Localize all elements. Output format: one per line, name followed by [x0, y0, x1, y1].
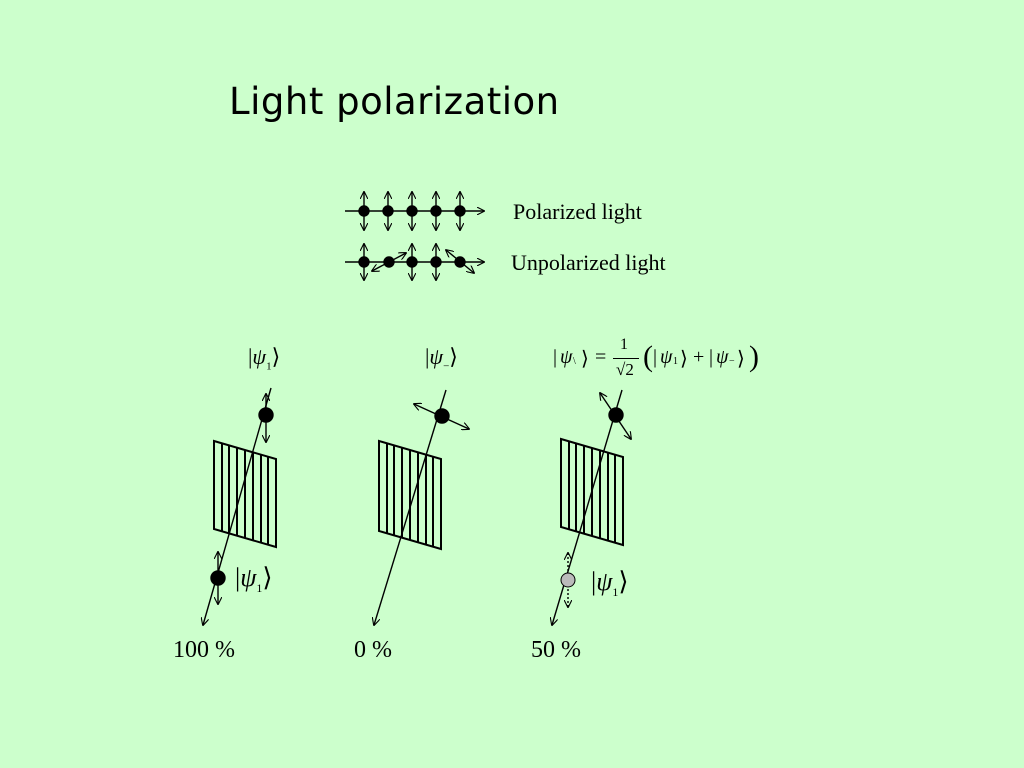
panel1-polarizer: [213, 439, 277, 549]
unpolarized-light-label: Unpolarized light: [511, 250, 666, 275]
panel1-state-label: |ψ1⟩: [248, 344, 281, 373]
panel1-beam: [203, 387, 274, 625]
panel3-output-state-label: |ψ1⟩: [591, 567, 629, 600]
panel2-polarizer: [378, 439, 442, 551]
panel1-transmission: 100 %: [173, 637, 235, 663]
unpolarized-light-icon: [345, 244, 484, 280]
panel1-output-state-label: |ψ1⟩: [235, 563, 273, 596]
panel2-state-label: |ψ−⟩: [425, 344, 458, 373]
panel2-beam: [374, 389, 469, 625]
panel2-transmission: 0 %: [354, 637, 392, 663]
slide-title: Light polarization: [229, 80, 560, 123]
panel3-beam: [552, 389, 631, 625]
polarized-light-icon: [345, 192, 484, 230]
polarized-light-label: Polarized light: [513, 199, 642, 224]
panel3-transmission: 50 %: [531, 637, 581, 663]
